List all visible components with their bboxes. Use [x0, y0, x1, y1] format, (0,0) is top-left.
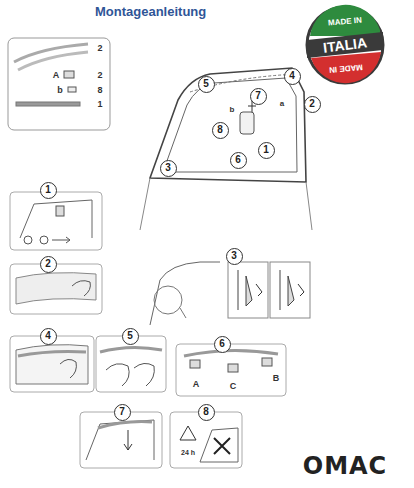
step-number-text: 3 — [231, 251, 237, 261]
step-number: 2 — [40, 256, 57, 273]
step-number-text: 8 — [217, 125, 223, 135]
step-number: 1 — [40, 182, 57, 199]
step-number: 6 — [214, 336, 231, 353]
part-letter: b — [230, 106, 235, 114]
brand-logo: OMAC — [303, 454, 387, 478]
part-letter: A — [53, 71, 60, 80]
step-number-text: 7 — [255, 91, 261, 101]
part-letter: A — [193, 380, 200, 389]
part-letter: b — [57, 86, 63, 95]
step-number-text: 1 — [45, 185, 51, 195]
part-letter: B — [273, 374, 280, 383]
step-number: 4 — [40, 328, 57, 345]
step-number-text: 2 — [309, 99, 315, 109]
step-number: 4 — [284, 68, 301, 85]
step-number-text: 1 — [263, 145, 269, 155]
step-number-text: 8 — [203, 407, 209, 417]
step-number-text: 4 — [289, 71, 295, 81]
quantity: 2 — [97, 71, 102, 80]
step-number-text: 6 — [235, 155, 241, 165]
quantity: 8 — [97, 86, 102, 95]
step-number: 3 — [160, 160, 177, 177]
step-number: 2 — [304, 96, 321, 113]
step-number-text: 5 — [203, 79, 209, 89]
part-letter: a — [280, 100, 284, 108]
step-number: 8 — [212, 122, 229, 139]
step-number-text: 6 — [219, 339, 225, 349]
quantity: 1 — [97, 100, 102, 109]
logo-text: MADE IN — [329, 63, 363, 74]
part-letter: C — [230, 382, 237, 391]
step-number-text: 3 — [165, 163, 171, 173]
step-number: 8 — [198, 404, 215, 421]
step-number: 7 — [250, 88, 267, 105]
step-number: 7 — [114, 404, 131, 421]
quantity: 2 — [97, 44, 102, 53]
time-note: 24 h — [181, 449, 195, 456]
step-number-text: 7 — [119, 407, 125, 417]
step-number: 5 — [122, 328, 139, 345]
step-number: 5 — [198, 76, 215, 93]
title: Montageanleitung — [95, 4, 206, 19]
step-number: 3 — [226, 248, 243, 265]
step-number: 6 — [230, 152, 247, 169]
step-number-text: 2 — [45, 259, 51, 269]
step-number: 1 — [258, 142, 275, 159]
step-number-text: 5 — [127, 331, 133, 341]
step-number-text: 4 — [45, 331, 51, 341]
